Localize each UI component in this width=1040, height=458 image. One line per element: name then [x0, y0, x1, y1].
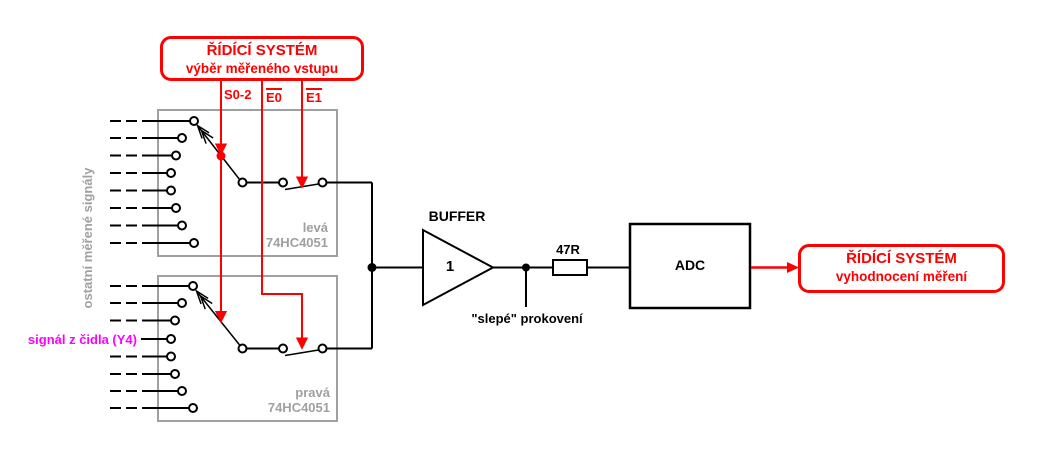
control-system-subtitle: vyhodnocení měření — [835, 269, 968, 284]
sensor-signal-label: signál z čidla (Y4) — [27, 332, 137, 347]
via-note: "slepé" prokovení — [471, 311, 583, 326]
arrowhead — [787, 262, 799, 273]
mux-left-position: levá — [302, 220, 328, 235]
buffer-triangle — [422, 228, 496, 307]
bus-junction-dot — [367, 263, 377, 272]
e0-overbar-text: E0 — [266, 88, 282, 105]
control-system-title: ŘÍDÍCÍ SYSTÉM — [846, 250, 957, 267]
mux-right-part: 74HC4051 — [267, 400, 330, 415]
resistor-value: 47R — [556, 242, 580, 257]
signal-label-e0: E0 — [266, 88, 282, 105]
mux-right-selector-arm — [195, 289, 241, 346]
signal-path — [326, 181, 752, 350]
control-system-select-box: ŘÍDÍCÍ SYSTÉM výběr měřeného vstupu — [160, 36, 364, 81]
mux-right-inputs — [110, 285, 189, 409]
mux-left-inputs — [110, 120, 190, 244]
mux-left-label: levá 74HC4051 — [230, 220, 328, 250]
mux-left-input-pins — [166, 116, 199, 248]
mux-left-part: 74HC4051 — [265, 235, 328, 250]
other-signals-label: ostatní měřené signály — [80, 167, 95, 309]
adc-box — [628, 222, 752, 310]
via-junction-dot — [522, 263, 530, 272]
mux-right-input-pins — [166, 281, 198, 413]
mux-right-label: pravá 74HC4051 — [232, 385, 330, 415]
s0-2-arrowhead-lower — [214, 311, 228, 324]
mux-left-switch — [237, 177, 328, 191]
enable-switch-blade — [284, 349, 319, 357]
e1-arrowhead — [295, 176, 309, 189]
selector-arrowhead — [195, 289, 209, 305]
signal-label-s0-2: S0-2 — [224, 87, 252, 102]
e0-arrowhead — [295, 337, 309, 350]
mux-right-position: pravá — [295, 385, 330, 400]
selector-arrowhead — [196, 123, 210, 139]
control-system-title: ŘÍDÍCÍ SYSTÉM — [206, 42, 318, 59]
mux-right-switch — [237, 343, 328, 357]
resistor-body — [552, 259, 588, 276]
control-system-evaluate-box: ŘÍDÍCÍ SYSTÉM vyhodnocení měření — [798, 244, 1005, 293]
control-system-subtitle: výběr měřeného vstupu — [185, 61, 339, 76]
control-lines — [214, 81, 309, 350]
e1-overbar-text: E1 — [306, 88, 322, 105]
selector-arrowhead — [199, 294, 213, 310]
adc-label: ADC — [674, 257, 706, 274]
buffer-gain: 1 — [445, 258, 455, 275]
buffer-title: BUFFER — [428, 208, 486, 224]
control-line-e0 — [261, 81, 303, 340]
signal-label-e1: E1 — [306, 88, 322, 105]
selector-arrowhead — [200, 128, 214, 144]
s0-2-contact-dot — [216, 151, 226, 161]
adc-to-system-arrow — [751, 262, 799, 273]
s0-2-arrowhead-upper — [214, 143, 228, 156]
